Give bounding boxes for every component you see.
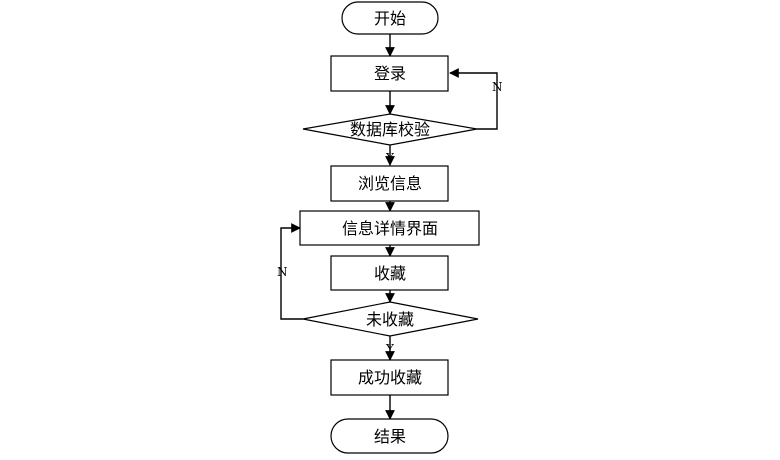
node-end: 结果 [330,418,449,454]
node-detail-label: 信息详情界面 [342,219,438,238]
node-login: 登录 [330,55,449,92]
node-login-label: 登录 [374,64,406,83]
node-not-collected: 未收藏 [302,301,479,337]
node-collect-label: 收藏 [374,264,406,283]
node-collect: 收藏 [330,255,449,291]
node-start-label: 开始 [374,9,406,28]
node-not-collected-label: 未收藏 [366,310,414,329]
edge-notcollected-no-loop [280,223,303,320]
node-browse: 浏览信息 [330,165,449,202]
node-browse-label: 浏览信息 [358,174,422,193]
connectors [280,34,498,420]
edge-label-db-no: N [492,80,503,94]
edge-label-db-yes: Y [385,151,395,165]
node-start: 开始 [341,1,439,35]
edge-label-collect-no: N [277,265,288,279]
edge-dbcheck-no-loop [449,68,498,130]
node-success: 成功收藏 [330,359,449,396]
node-detail: 信息详情界面 [299,210,480,246]
node-end-label: 结果 [374,427,406,446]
node-db-check-label: 数据库校验 [350,120,430,139]
node-success-label: 成功收藏 [358,368,422,387]
edge-label-collect-yes: Y [385,342,395,356]
node-db-check: 数据库校验 [302,113,478,146]
